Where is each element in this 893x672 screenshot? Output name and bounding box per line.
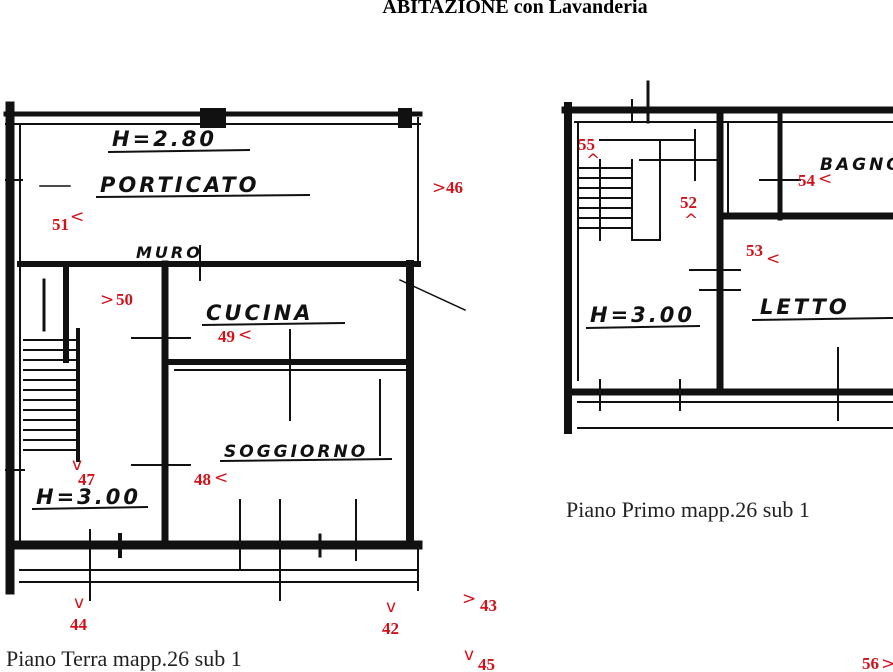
svg-text:<: < <box>214 468 228 488</box>
svg-text:54: 54 <box>798 171 816 190</box>
label-porticato: PORTICATO <box>100 173 259 197</box>
caption-piano-primo: Piano Primo mapp.26 sub 1 <box>566 497 810 522</box>
svg-text:v: v <box>72 455 82 475</box>
svg-text:v: v <box>74 593 84 613</box>
photo-marker-45: v 45 <box>464 645 495 670</box>
svg-text:46: 46 <box>446 178 463 197</box>
label-letto: LETTO <box>760 295 850 319</box>
svg-text:42: 42 <box>382 619 399 638</box>
photo-marker-51: 51 < <box>52 207 84 234</box>
svg-text:45: 45 <box>478 655 495 670</box>
label-soggiorno: SOGGIORNO <box>224 442 368 462</box>
photo-marker-54: 54 < <box>798 169 832 190</box>
svg-text:^: ^ <box>586 151 600 171</box>
svg-text:<: < <box>818 169 832 189</box>
svg-text:^: ^ <box>684 211 698 231</box>
photo-marker-43: > 43 <box>462 589 497 615</box>
svg-text:56: 56 <box>862 654 879 670</box>
svg-text:>: > <box>100 290 114 310</box>
svg-text:>: > <box>462 589 476 609</box>
photo-marker-56: 56 > <box>862 654 893 670</box>
photo-marker-47: v 47 <box>72 455 96 489</box>
svg-text:<: < <box>70 207 84 227</box>
label-muro: MURO <box>136 243 203 262</box>
photo-marker-48: 48 < <box>194 468 228 489</box>
photo-marker-44: v 44 <box>70 593 88 634</box>
svg-text:v: v <box>464 645 474 665</box>
photo-marker-42: v 42 <box>382 597 399 638</box>
photo-marker-46: > 46 <box>432 178 463 198</box>
svg-text:47: 47 <box>78 470 96 489</box>
photo-marker-52: 52 ^ <box>680 193 698 231</box>
first-floor-plan <box>561 80 893 434</box>
label-h-primo: H=3.00 <box>590 303 695 327</box>
photo-marker-55: 55 ^ <box>578 135 600 171</box>
handwritten-labels: H=2.80 PORTICATO MURO CUCINA SOGGIORNO H… <box>31 127 893 510</box>
svg-text:43: 43 <box>480 596 497 615</box>
svg-text:51: 51 <box>52 215 69 234</box>
svg-text:48: 48 <box>194 470 211 489</box>
photo-marker-53: 53 < <box>746 241 780 269</box>
label-cucina: CUCINA <box>206 301 314 325</box>
svg-text:55: 55 <box>578 135 595 154</box>
label-h-terra: H=3.00 <box>36 485 141 509</box>
svg-text:49: 49 <box>218 327 235 346</box>
ground-floor-plan <box>3 101 466 601</box>
svg-text:>: > <box>432 178 446 198</box>
label-h-porticato: H=2.80 <box>112 127 217 151</box>
photo-markers: > 46 51 < > 50 49 < 48 < v 47 v 44 v 42 <box>52 135 893 670</box>
svg-text:<: < <box>766 249 780 269</box>
svg-text:50: 50 <box>116 290 133 309</box>
label-bagno: BAGNO <box>820 155 893 175</box>
svg-text:<: < <box>238 325 252 345</box>
svg-text:44: 44 <box>70 615 88 634</box>
caption-piano-terra: Piano Terra mapp.26 sub 1 <box>6 646 242 671</box>
photo-marker-50: > 50 <box>100 290 133 310</box>
photo-marker-49: 49 < <box>218 325 252 346</box>
svg-text:52: 52 <box>680 193 697 212</box>
svg-text:53: 53 <box>746 241 763 260</box>
drawing-title: ABITAZIONE con Lavanderia <box>382 0 648 18</box>
svg-text:v: v <box>386 597 396 617</box>
svg-text:>: > <box>881 654 893 670</box>
